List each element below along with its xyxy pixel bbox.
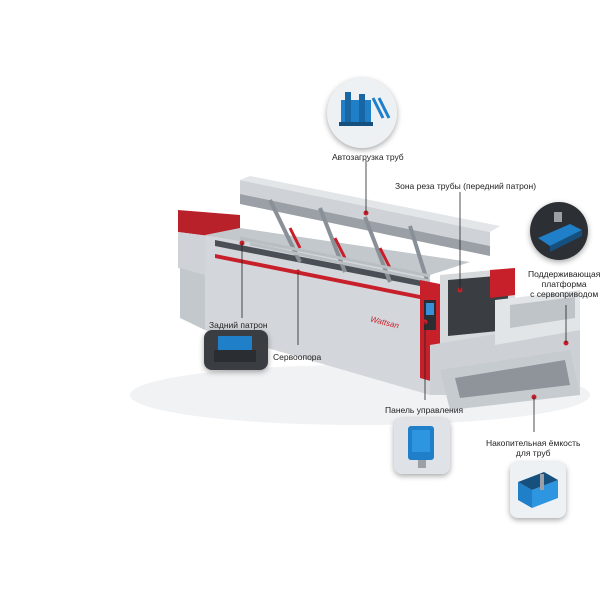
callout-control-panel: Панель управления [385,405,464,415]
callout-autoload: Автозагрузка труб [332,152,404,162]
autoloader-icon [327,78,397,148]
storage-bin-icon [510,462,566,518]
callout-cut-zone: Зона реза трубы (передний патрон) [395,181,537,191]
callout-servo-support: Сервоопора [273,352,322,362]
rear-chuck-icon [204,330,268,370]
control-panel-icon [394,418,450,474]
callout-rear-chuck: Задний патрон [209,320,268,330]
callout-storage-bin: Накопительная ёмкость для труб [486,438,581,458]
support-platform-icon [530,202,588,260]
callout-support-platform: Поддерживающая платформа с сервоприводом [528,269,600,299]
